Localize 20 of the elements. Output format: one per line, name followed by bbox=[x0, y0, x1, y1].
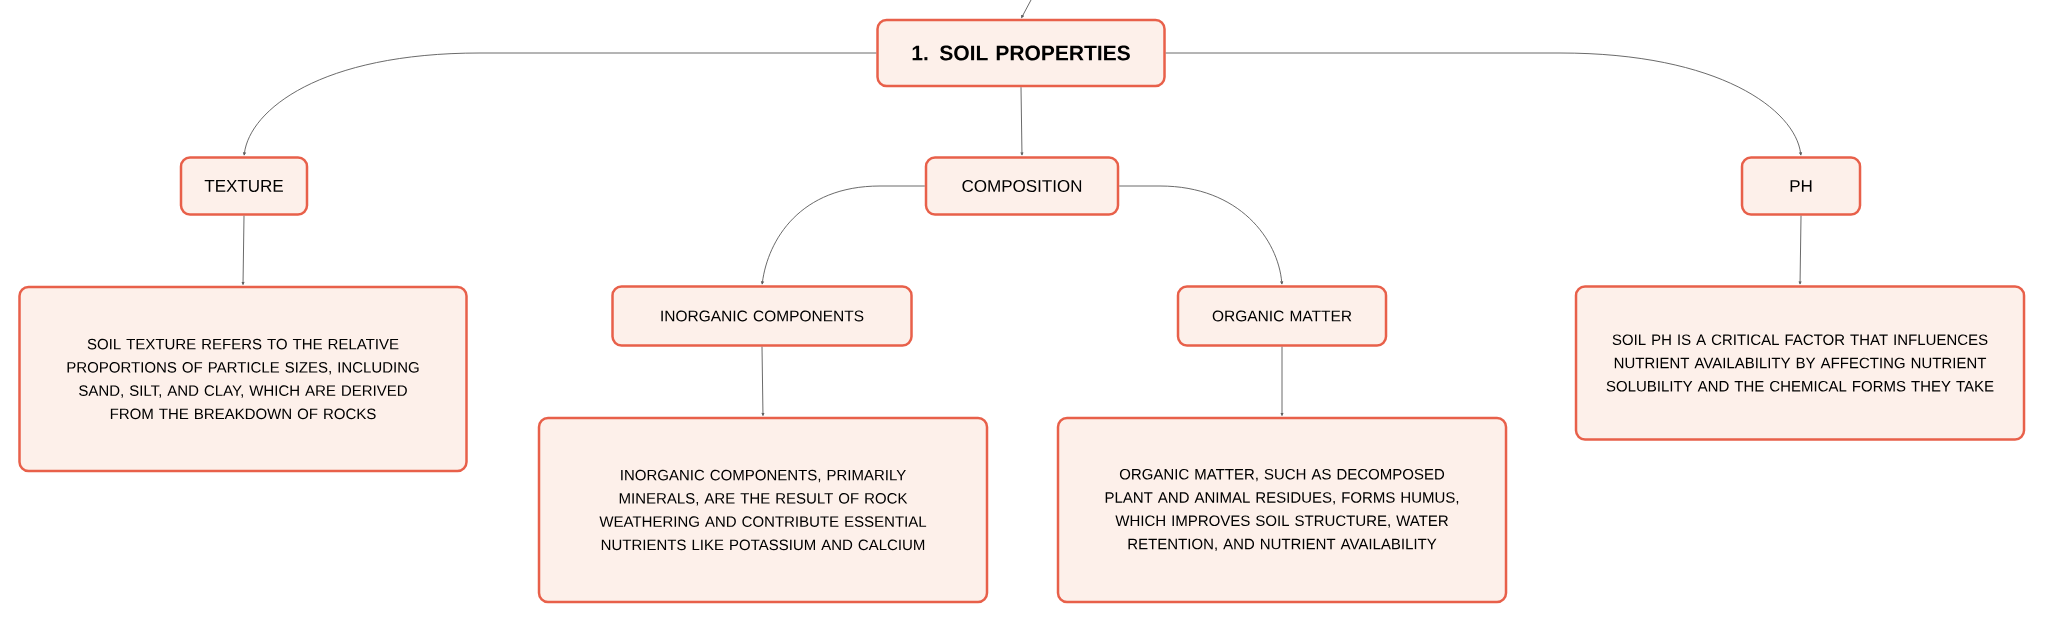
arrow bbox=[1798, 215, 1802, 285]
arrow bbox=[1021, 0, 1032, 19]
topic-box: COMPOSITION bbox=[924, 156, 1120, 216]
arrow bbox=[243, 52, 877, 156]
arrow bbox=[1020, 86, 1024, 156]
description-box: SOIL PH IS A CRITICAL FACTOR THAT INFLUENCES NUTRIENT AVAILABILITY BY AFFECTING NUTRIENT SOLUBILITY AND THE CHEMICAL FORMS THEY TAKE bbox=[1574, 285, 2026, 441]
arrow bbox=[1165, 52, 1802, 156]
arrow bbox=[1280, 346, 1284, 417]
description-box: INORGANIC COMPONENTS, PRIMARILY MINERALS, ARE THE RESULT OF ROCK WEATHERING AND CONTRIBUTE ESSENTIAL NUTRIENTS LIKE POTASSIUM AND CALCIUM bbox=[537, 416, 989, 604]
arrow bbox=[1118, 185, 1284, 285]
description-box: ORGANIC MATTER, SUCH AS DECOMPOSED PLANT AND ANIMAL RESIDUES, FORMS HUMUS, WHICH IMPROVES SOIL STRUCTURE, WATER RETENTION, AND NUTRIENT AVAILABILITY bbox=[1056, 416, 1508, 604]
topic-box: TEXTURE bbox=[179, 156, 309, 216]
description-box: SOIL TEXTURE REFERS TO THE RELATIVE PROPORTIONS OF PARTICLE SIZES, INCLUDING SAND, SILT, AND CLAY, WHICH ARE DERIVED FROM THE BREAKDOWN OF ROCKS bbox=[18, 285, 468, 473]
topic-box: PH bbox=[1740, 156, 1862, 216]
topic-box: ORGANIC MATTER bbox=[1176, 285, 1388, 347]
arrow bbox=[241, 215, 245, 286]
topic-box: INORGANIC COMPONENTS bbox=[611, 285, 913, 347]
arrow bbox=[761, 185, 926, 285]
arrow bbox=[761, 346, 765, 417]
title-box: 1. SOIL PROPERTIES bbox=[876, 18, 1166, 88]
